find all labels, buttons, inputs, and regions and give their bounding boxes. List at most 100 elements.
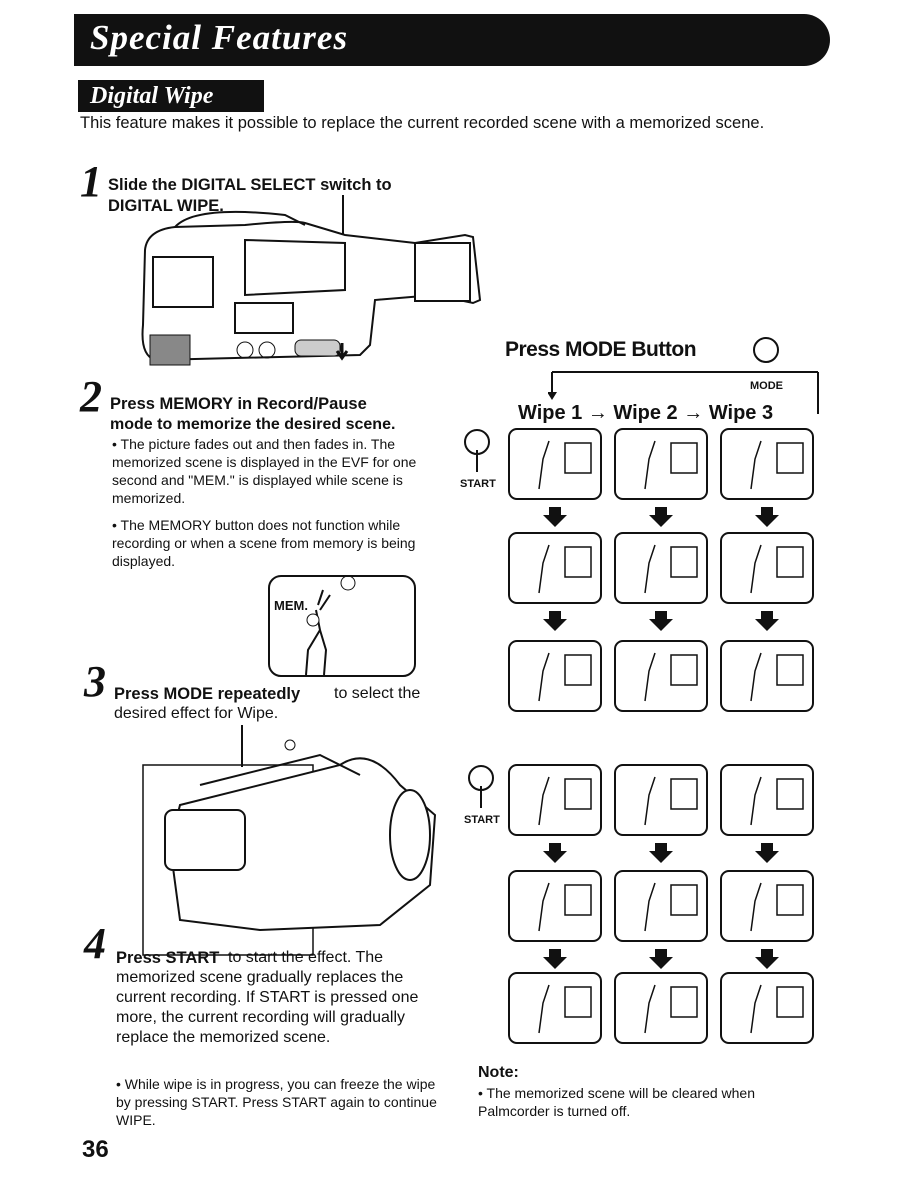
- frame-4-1: [614, 870, 708, 942]
- down-arrow: [543, 611, 567, 631]
- frame-backboard: [670, 546, 698, 578]
- down-arrow: [649, 507, 673, 527]
- down-arrow: [649, 949, 673, 969]
- down-arrow: [755, 507, 779, 527]
- step-1-number: 1: [80, 157, 102, 206]
- frame-1-2: [720, 532, 814, 604]
- frame-5-2: [720, 972, 814, 1044]
- step-3-text: to select the desired effect for Wipe.: [114, 685, 421, 722]
- frame-figure: [538, 652, 550, 702]
- wipe-1-label: Wipe 1: [518, 402, 583, 424]
- start-button-icon-1: [464, 429, 490, 472]
- frame-figure: [538, 776, 550, 826]
- frame-backboard: [564, 442, 592, 474]
- frame-backboard: [776, 654, 804, 686]
- frame-1-0: [508, 532, 602, 604]
- frame-figure: [750, 882, 762, 932]
- mode-label: MODE: [750, 380, 783, 392]
- step-2-number: 2: [80, 372, 102, 421]
- step-1-heading: Slide the DIGITAL SELECT switch to DIGIT…: [108, 176, 392, 215]
- frame-3-2: [720, 764, 814, 836]
- frame-figure: [538, 544, 550, 594]
- frame-figure: [644, 652, 656, 702]
- frame-4-0: [508, 870, 602, 942]
- frame-2-2: [720, 640, 814, 712]
- step-4-bullet-1: • While wipe is in progress, you can fre…: [116, 1076, 437, 1128]
- step-2-bullet-1: • The picture fades out and then fades i…: [112, 436, 417, 506]
- frame-backboard: [564, 546, 592, 578]
- frame-figure: [644, 882, 656, 932]
- frame-figure: [750, 440, 762, 490]
- frame-figure: [538, 882, 550, 932]
- frame-figure: [538, 984, 550, 1034]
- frame-backboard: [776, 546, 804, 578]
- frame-3-0: [508, 764, 602, 836]
- frame-3-1: [614, 764, 708, 836]
- frame-backboard: [776, 778, 804, 810]
- mode-flow-lines: [548, 337, 819, 414]
- step-3-heading: Press MODE repeatedly: [114, 685, 301, 703]
- camcorder-top-illustration: [142, 725, 437, 956]
- frame-backboard: [670, 778, 698, 810]
- frame-0-1: [614, 428, 708, 500]
- frame-figure: [644, 776, 656, 826]
- frame-figure: [538, 440, 550, 490]
- step-2-bullet-2: • The MEMORY button does not function wh…: [112, 517, 416, 569]
- camcorder-side-illustration: [141, 195, 482, 366]
- down-arrow: [543, 843, 567, 863]
- title-banner: [74, 14, 830, 66]
- frame-backboard: [670, 986, 698, 1018]
- mem-frame-illustration: [268, 575, 416, 677]
- frame-backboard: [776, 986, 804, 1018]
- frame-figure: [750, 652, 762, 702]
- wipe-2-label: Wipe 2: [613, 402, 678, 424]
- intro-text: This feature makes it possible to replac…: [80, 114, 765, 132]
- frame-figure: [750, 544, 762, 594]
- frame-2-0: [508, 640, 602, 712]
- frame-backboard: [776, 884, 804, 916]
- frame-backboard: [564, 986, 592, 1018]
- frame-figure: [750, 984, 762, 1034]
- mem-label: MEM.: [274, 598, 308, 613]
- frame-5-1: [614, 972, 708, 1044]
- frame-0-2: [720, 428, 814, 500]
- frame-figure: [644, 984, 656, 1034]
- frame-1-1: [614, 532, 708, 604]
- press-mode-heading: Press MODE Button: [505, 338, 697, 361]
- down-arrow: [755, 843, 779, 863]
- frame-figure: [750, 776, 762, 826]
- frame-4-2: [720, 870, 814, 942]
- wipe-frames-diagram: [508, 428, 814, 1044]
- start-label-2: START: [464, 814, 500, 826]
- start-button-icon-2: [468, 765, 494, 808]
- page-number: 36: [82, 1136, 109, 1163]
- down-arrow: [755, 611, 779, 631]
- step-2-text: mode to memorize the desired scene.: [110, 416, 396, 433]
- step-4-number: 4: [84, 919, 106, 968]
- note-title: Note:: [478, 1064, 519, 1081]
- frame-backboard: [564, 778, 592, 810]
- step-3-number: 3: [84, 657, 106, 706]
- down-arrow: [649, 611, 673, 631]
- frame-figure: [644, 440, 656, 490]
- down-arrow: [649, 843, 673, 863]
- frame-backboard: [670, 442, 698, 474]
- frame-backboard: [776, 442, 804, 474]
- down-arrow: [543, 949, 567, 969]
- down-arrow: [755, 949, 779, 969]
- frame-backboard: [564, 654, 592, 686]
- frame-backboard: [670, 654, 698, 686]
- frame-figure: [644, 544, 656, 594]
- step-2-heading: Press MEMORY in Record/Pause: [110, 395, 367, 413]
- wipe-3-label: Wipe 3: [708, 402, 774, 424]
- frame-5-0: [508, 972, 602, 1044]
- step-4-text: to start the effect. The memorized scene…: [116, 949, 419, 1046]
- step-4-heading: Press START: [116, 949, 220, 967]
- down-arrow: [543, 507, 567, 527]
- frame-backboard: [670, 884, 698, 916]
- frame-2-1: [614, 640, 708, 712]
- page-title: Special Features: [90, 18, 349, 57]
- section-title: Digital Wipe: [78, 80, 264, 112]
- frame-0-0: [508, 428, 602, 500]
- wipe-sequence: Wipe 1 → Wipe 2 → Wipe 3: [518, 402, 774, 424]
